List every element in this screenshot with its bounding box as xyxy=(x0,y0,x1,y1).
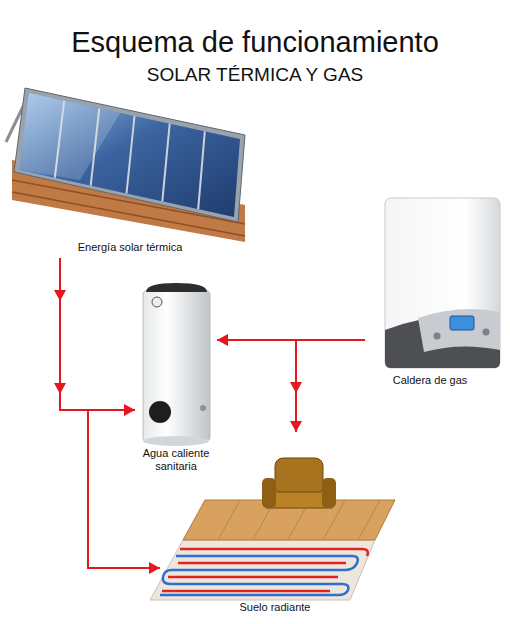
node-caption: Suelo radiante xyxy=(240,601,311,614)
panel-glass xyxy=(19,93,240,217)
boiler-control-panel xyxy=(418,309,500,352)
diagram-subtitle: SOLAR TÉRMICA Y GAS xyxy=(0,64,510,86)
armchair-arm xyxy=(322,478,336,508)
tank-port xyxy=(149,401,171,423)
panel-frame xyxy=(14,88,245,222)
tank-valve xyxy=(200,405,206,411)
flow-pipe xyxy=(60,258,160,568)
solar-collector: Energía solar térmica xyxy=(15,88,245,258)
boiler-knob xyxy=(483,329,490,336)
flow-arrowhead xyxy=(54,290,66,301)
tank-cap xyxy=(146,283,207,292)
tank-base xyxy=(143,436,209,446)
boiler-knob xyxy=(434,333,441,340)
gas-boiler: Caldera de gas xyxy=(365,195,495,393)
boiler-body xyxy=(385,198,500,368)
armchair-arm xyxy=(262,478,276,508)
flow-arrowhead xyxy=(290,382,302,393)
flow-arrowhead xyxy=(54,383,66,394)
floor-base xyxy=(150,540,375,600)
radiant-floor: Suelo radiante xyxy=(160,432,390,620)
node-caption: Energía solar térmica xyxy=(78,241,183,254)
hot-water-tank: Agua caliente sanitaria xyxy=(135,285,217,475)
boiler-display xyxy=(450,316,474,330)
node-caption: Agua caliente sanitaria xyxy=(135,447,217,473)
flow-pipe xyxy=(60,258,135,410)
tank-gauge xyxy=(152,297,162,307)
flow-pipe xyxy=(217,339,365,341)
panel-reflection xyxy=(19,93,120,180)
diagram-title: Esquema de funcionamiento xyxy=(0,26,510,59)
tank-body xyxy=(143,290,210,442)
floor-pipe-hot xyxy=(162,549,368,591)
armchair-back xyxy=(275,458,323,494)
flow-pipe xyxy=(296,340,365,432)
node-caption: Caldera de gas xyxy=(393,374,468,387)
